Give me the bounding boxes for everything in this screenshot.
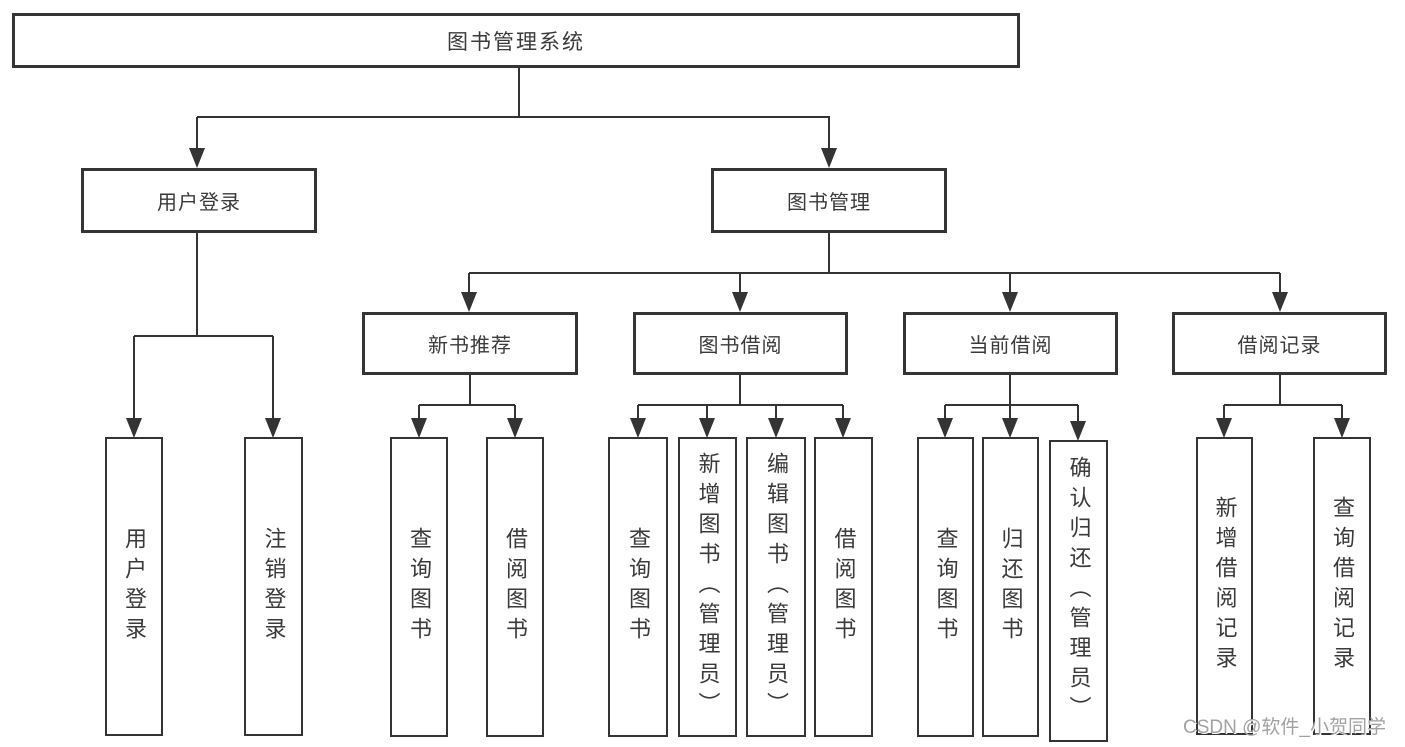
leaf-borrow-books-borrowing: 借阅图书: [814, 437, 873, 737]
leaf-label: 新增借阅记录: [1212, 496, 1238, 676]
leaf-label: 新增图书（管理员）: [695, 452, 721, 722]
leaf-query-borrow-record: 查询借阅记录: [1313, 437, 1371, 735]
node-book-borrowing: 图书借阅: [633, 312, 848, 375]
leaf-label: 借阅图书: [503, 527, 528, 647]
arrow-down-icon: [821, 148, 837, 168]
arrow-down-icon: [768, 418, 784, 438]
leaf-add-borrow-record: 新增借阅记录: [1196, 437, 1253, 735]
leaf-label: 注销登录: [261, 526, 287, 647]
connector-current-to-leaves: [944, 374, 1079, 424]
leaf-return-books: 归还图书: [982, 437, 1039, 737]
arrow-down-icon: [1334, 418, 1350, 438]
leaf-logout: 注销登录: [244, 437, 303, 736]
arrow-down-icon: [630, 418, 646, 438]
leaf-edit-books-admin: 编辑图书（管理员）: [746, 437, 806, 737]
leaf-label: 确认归还（管理员）: [1066, 456, 1092, 726]
leaf-label: 查询借阅记录: [1330, 496, 1355, 676]
csdn-watermark: CSDN @软件_小贺同学: [1183, 717, 1386, 738]
arrow-down-icon: [1070, 421, 1086, 441]
leaf-query-books-newbooks: 查询图书: [390, 437, 448, 737]
arrow-down-icon: [937, 418, 953, 438]
node-library-management-system: 图书管理系统: [12, 13, 1020, 68]
connector-root-to-level2: [196, 68, 830, 151]
leaf-user-login: 用户登录: [105, 437, 163, 736]
arrow-down-icon: [1216, 418, 1232, 438]
arrow-down-icon: [126, 418, 142, 438]
leaf-label: 查询图书: [407, 527, 432, 647]
arrow-down-icon: [507, 418, 523, 438]
arrow-down-icon: [461, 292, 477, 312]
leaf-label: 用户登录: [122, 526, 147, 647]
arrow-down-icon: [1272, 292, 1288, 312]
arrow-down-icon: [1002, 292, 1018, 312]
leaf-query-books-borrowing: 查询图书: [608, 437, 668, 737]
connector-records-to-leaves: [1223, 374, 1343, 421]
arrow-down-icon: [411, 418, 427, 438]
leaf-query-books-current: 查询图书: [917, 437, 974, 737]
leaf-confirm-return-admin: 确认归还（管理员）: [1049, 440, 1108, 742]
arrow-down-icon: [699, 418, 715, 438]
connector-bookmgmt-to-level3: [468, 233, 1281, 295]
connector-borrowing-to-leaves: [637, 374, 844, 421]
node-book-management: 图书管理: [711, 168, 947, 233]
leaf-label: 归还图书: [998, 527, 1024, 647]
connector-userlogin-to-leaves: [133, 233, 274, 421]
arrow-down-icon: [265, 418, 281, 438]
leaf-label: 借阅图书: [831, 527, 857, 647]
leaf-label: 查询图书: [933, 527, 959, 647]
node-user-login: 用户登录: [81, 168, 317, 233]
node-borrow-records: 借阅记录: [1172, 312, 1387, 375]
leaf-borrow-books-newbooks: 借阅图书: [486, 437, 544, 737]
arrow-down-icon: [835, 418, 851, 438]
leaf-label: 查询图书: [626, 527, 651, 647]
leaf-label: 编辑图书（管理员）: [764, 452, 789, 722]
arrow-down-icon: [189, 148, 205, 168]
arrow-down-icon: [1002, 418, 1018, 438]
node-new-book-recommend: 新书推荐: [362, 312, 578, 375]
connector-newbooks-to-leaves: [418, 374, 516, 421]
node-current-borrowing: 当前借阅: [903, 312, 1118, 375]
arrow-down-icon: [732, 292, 748, 312]
leaf-add-books-admin: 新增图书（管理员）: [678, 437, 737, 737]
